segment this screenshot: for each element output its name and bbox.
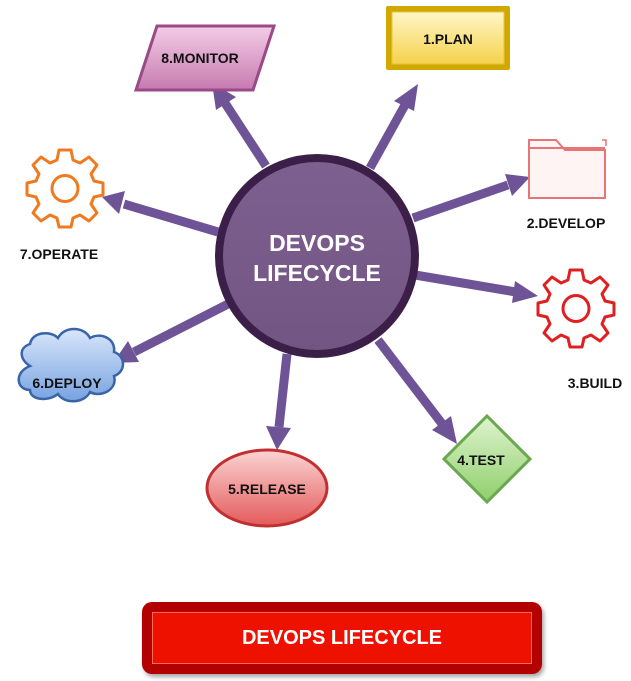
- stage-operate: 7.OPERATE: [20, 148, 105, 262]
- stage-label-monitor: 8.MONITOR: [161, 50, 239, 66]
- stage-label-build: 3.BUILD: [568, 375, 622, 391]
- gear-icon: [25, 148, 105, 229]
- title-banner: DEVOPS LIFECYCLE: [142, 602, 542, 674]
- arrow-to-monitor: [212, 83, 270, 169]
- stage-label-release: 5.RELEASE: [228, 481, 306, 497]
- arrow-to-develop: [411, 174, 530, 223]
- arrow-to-build: [414, 270, 538, 303]
- center-title-line2: LIFECYCLE: [253, 260, 381, 286]
- stage-release: 5.RELEASE: [205, 448, 329, 528]
- stage-label-operate: 7.OPERATE: [20, 246, 98, 262]
- stage-label-test: 4.TEST: [457, 452, 505, 468]
- gear-icon: [536, 268, 616, 349]
- arrows: [102, 83, 538, 450]
- folder-icon: [528, 139, 607, 199]
- arrow-to-operate: [102, 191, 220, 237]
- stage-plan: 1.PLAN: [386, 6, 510, 70]
- arrow-to-test: [374, 337, 457, 444]
- banner-title: DEVOPS LIFECYCLE: [152, 612, 532, 664]
- arrow-to-deploy: [113, 297, 235, 363]
- stage-label-deploy: 6.DEPLOY: [32, 375, 102, 391]
- stage-monitor: 8.MONITOR: [133, 24, 277, 92]
- stage-build: 3.BUILD: [536, 268, 622, 391]
- stage-develop: 2.DEVELOP: [527, 139, 607, 231]
- stage-test: 4.TEST: [441, 413, 533, 505]
- arrow-to-release: [266, 353, 292, 450]
- center-title-line1: DEVOPS: [269, 230, 365, 256]
- cloud-icon: [17, 327, 125, 403]
- arrow-to-plan: [366, 84, 418, 171]
- center-node: DEVOPS LIFECYCLE: [215, 154, 419, 358]
- stage-label-develop: 2.DEVELOP: [527, 215, 606, 231]
- stage-label-plan: 1.PLAN: [423, 31, 473, 47]
- stage-deploy: 6.DEPLOY: [17, 327, 125, 403]
